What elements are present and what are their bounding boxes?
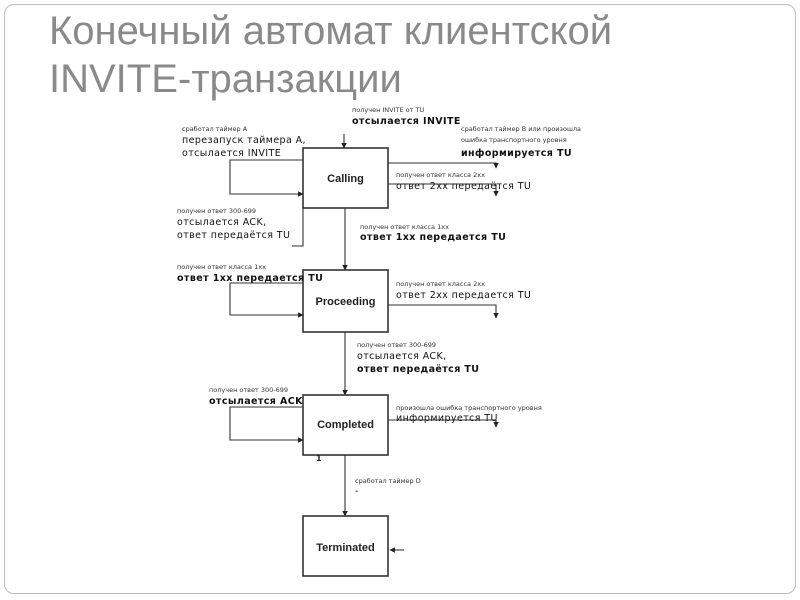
edge-proceeding-1xx [229,282,304,318]
label-calling-1xx-small: получен ответ класса 1xx [360,223,449,231]
label-timer-b-main: информируется TU [461,148,572,159]
label-timer-b-small-2: ошибка транспортного уровня [461,136,567,144]
label-timer-a-small: сработал таймер A [182,125,248,133]
marker-1: 1 [316,454,322,463]
label-timer-a-l2: отсылается INVITE [182,148,281,159]
label-timer-d-small: сработал таймер D [355,477,421,485]
label-calling-300-l1: отсылается ACK, [177,217,267,228]
edge-calling-300 [292,208,304,247]
title-line-1: Конечный автомат клиентской [49,9,613,53]
state-terminated: Terminated [302,515,389,577]
label-init-main: отсылается INVITE [352,116,461,127]
label-calling-2xx-main: ответ 2xx передаётся TU [396,181,531,192]
edge-calling-2xx [388,183,499,197]
state-calling: Calling [302,147,389,209]
state-calling-label: Calling [327,173,364,185]
label-calling-2xx-small: получен ответ класса 2xx [396,171,485,179]
label-calling-300-small: получен ответ 300-699 [177,207,256,215]
state-completed-label: Completed [317,419,374,431]
label-calling-1xx-main: ответ 1xx передается TU [360,232,506,243]
label-completed-error-small: произошла ошибка транспортного уровня [396,404,542,412]
edge-completed-error [388,419,499,428]
label-proceeding-2xx-small: получен ответ класса 2xx [396,280,485,288]
label-proceeding-300-l2: ответ передаётся TU [357,364,479,375]
label-completed-300-small: получен ответ 300-699 [209,386,288,394]
slide: Конечный автомат клиентской INVITE-транз… [4,4,796,594]
edge-calling-timer-b [388,162,499,169]
label-timer-d-main: - [355,486,359,497]
state-proceeding-label: Proceeding [316,296,376,308]
title-line-2: INVITE-транзакции [49,57,402,101]
label-timer-a-l1: перезапуск таймера A, [182,135,306,146]
edge-completed-300 [229,406,304,443]
slide-title: Конечный автомат клиентской INVITE-транз… [49,7,769,103]
label-completed-error-main: информируется TU [396,413,498,424]
label-init-small: получен INVITE от TU [352,106,424,114]
label-timer-b-small-1: сработал таймер B или произошла [461,125,581,133]
label-proceeding-1xx-small: получен ответ класса 1xx [177,263,266,271]
label-calling-300-l2: ответ передаётся TU [177,230,290,241]
edge-calling-timer-a [229,159,304,197]
label-proceeding-300-l1: отсылается ACK, [357,351,447,362]
label-proceeding-1xx-main: ответ 1xx передается TU [177,273,323,284]
label-completed-300-main: отсылается ACK [209,396,303,407]
label-proceeding-2xx-main: ответ 2xx передается TU [396,290,531,301]
label-proceeding-300-small: получен ответ 300-699 [357,341,436,349]
edge-proceeding-2xx [388,304,499,319]
state-terminated-label: Terminated [316,542,374,554]
state-completed: Completed [302,394,389,456]
